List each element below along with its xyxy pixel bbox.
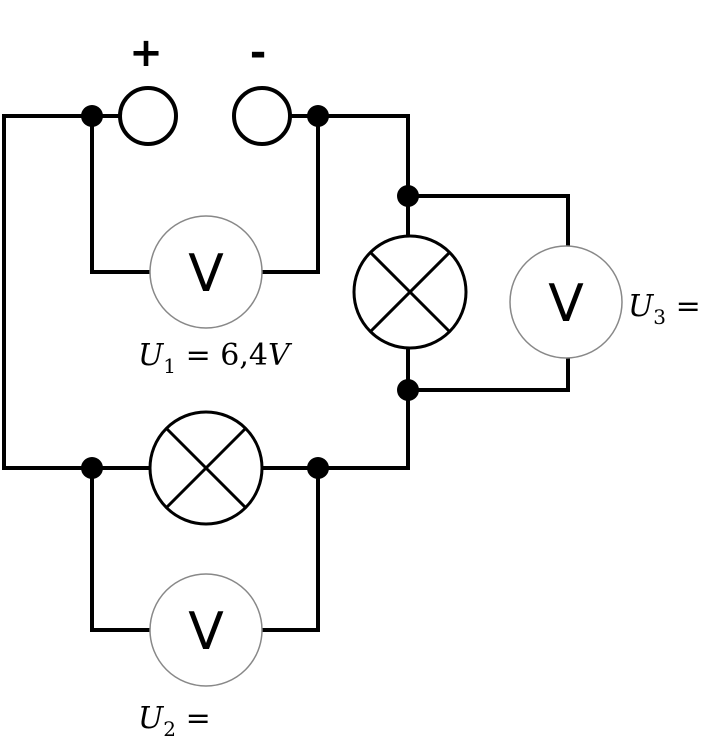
voltmeter-2-circle [149, 573, 263, 687]
lamp-2 [352, 234, 468, 350]
junction-node [397, 185, 419, 207]
junction-node [81, 105, 103, 127]
wire-v3-branch-top [406, 194, 570, 250]
label-u1-rest: = 6,4 [176, 338, 268, 373]
label-u3-sub: 3 [653, 305, 666, 329]
label-u2-sub: 2 [163, 717, 176, 741]
label-u1-sub: 1 [163, 354, 176, 378]
voltmeter-1-symbol: V [188, 244, 224, 304]
wire-v2-branch-right [260, 466, 320, 632]
wires [2, 114, 570, 632]
lamp-1-cross-b [164, 426, 248, 510]
voltmeter-3-circle [509, 245, 623, 359]
label-u1: U1 = 6,4V [138, 338, 293, 378]
label-u1-unit: V [268, 338, 293, 373]
voltmeter-2-symbol: V [188, 602, 224, 662]
lamp-1 [148, 410, 264, 526]
label-u3-rest: = [666, 289, 701, 324]
voltmeter-3-symbol: V [548, 274, 584, 334]
junction-node [307, 457, 329, 479]
wire-v3-branch-bottom [406, 352, 570, 392]
wire-v1-branch [90, 114, 152, 274]
voltmeter-1-circle [149, 215, 263, 329]
label-u3: U3 = [628, 289, 701, 329]
voltmeter-2: V [149, 573, 263, 687]
junction-nodes [81, 105, 419, 479]
junction-node [397, 379, 419, 401]
wire-top-right [316, 114, 410, 250]
label-u2-var: U [138, 701, 165, 736]
voltmeter-3: V [509, 245, 623, 359]
battery-plus-terminal [118, 86, 178, 146]
minus-sign: - [250, 30, 267, 76]
wire-v1-branch-right [260, 114, 320, 274]
label-u2-rest: = [176, 701, 211, 736]
label-u2: U2 = [138, 701, 211, 741]
junction-node [307, 105, 329, 127]
plus-sign: + [129, 30, 163, 76]
label-u1-var: U [138, 338, 165, 373]
battery: + - [118, 30, 292, 146]
wire-v2-branch [90, 466, 152, 632]
junction-node [81, 457, 103, 479]
lamp-2-cross-b [368, 250, 452, 334]
wire-left-loop [2, 114, 94, 470]
label-u3-var: U [628, 289, 655, 324]
voltmeter-1: V [149, 215, 263, 329]
battery-minus-terminal [232, 86, 292, 146]
